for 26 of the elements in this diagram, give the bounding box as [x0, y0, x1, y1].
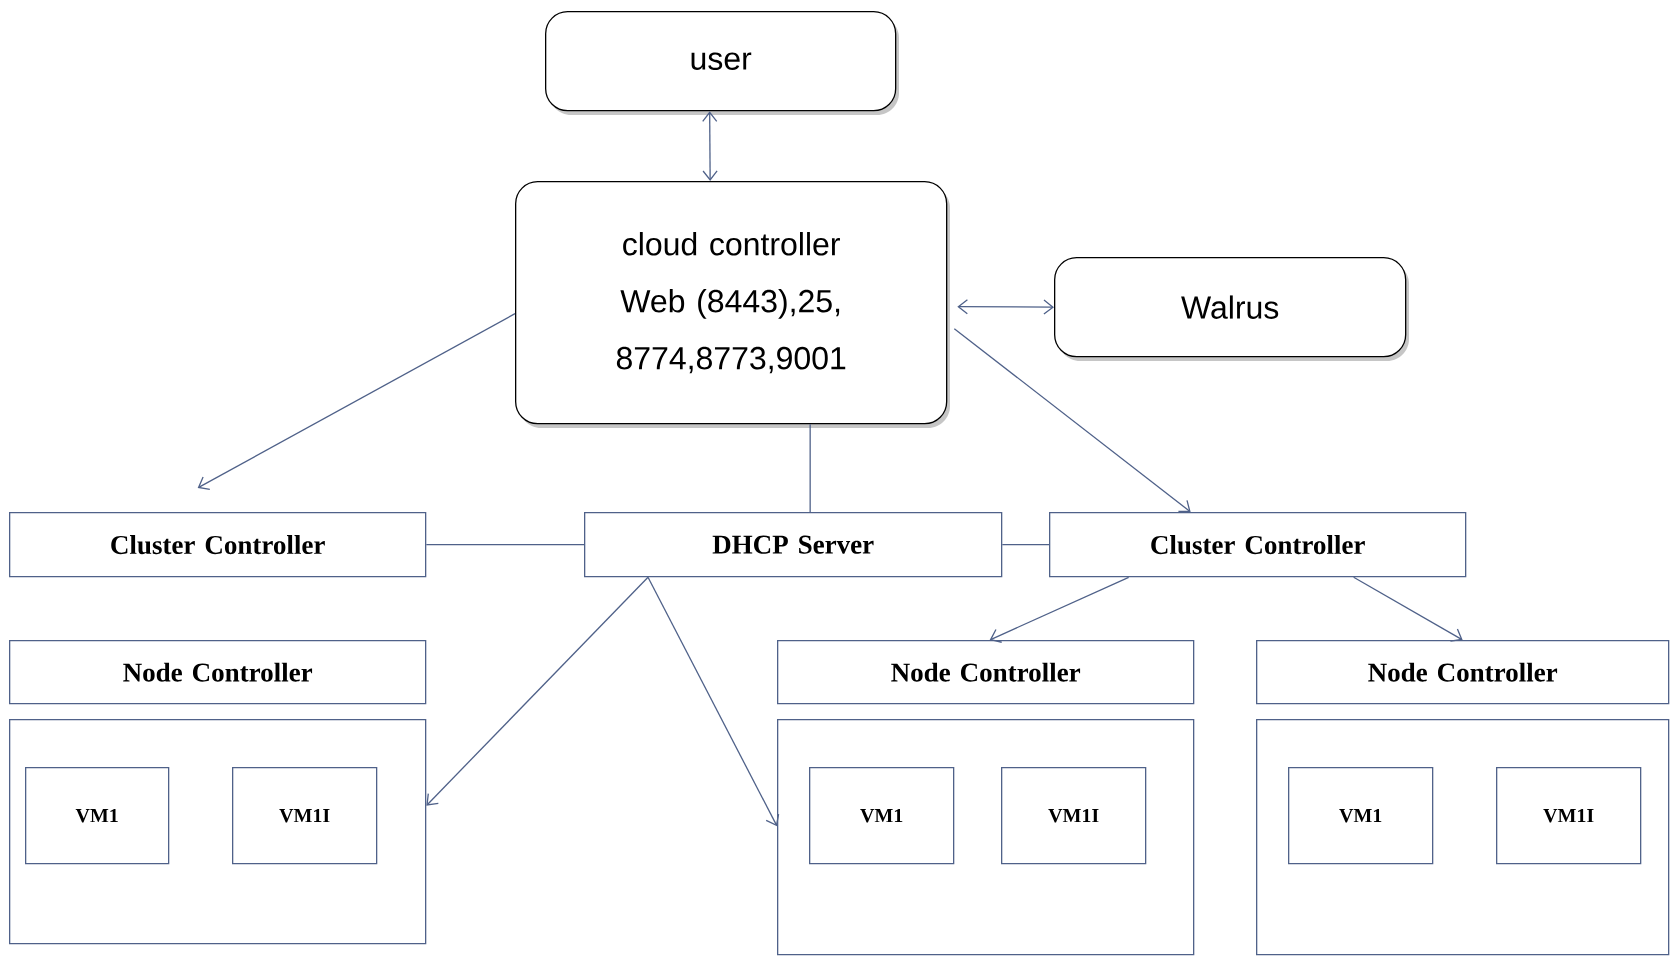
labelled-box: Cluster Controller — [9, 512, 427, 578]
labelled-box: Node Controller — [1256, 640, 1670, 705]
labelled-box: Node Controller — [777, 640, 1195, 705]
container-box — [777, 719, 1195, 956]
arrow — [1353, 576, 1463, 642]
vm-box: VM1 — [25, 767, 170, 865]
rounded-box: user — [545, 11, 899, 115]
container-box — [9, 719, 427, 945]
vm-box: VM1I — [232, 767, 378, 865]
arrow — [989, 576, 1130, 643]
vm-box: VM1 — [1288, 767, 1434, 865]
arrow — [197, 313, 516, 490]
vm-box: VM1 — [809, 767, 955, 865]
rounded-box: Walrus — [1054, 257, 1409, 361]
arrow — [647, 576, 780, 827]
labelled-box: Node Controller — [9, 640, 427, 705]
labelled-box: Cluster Controller — [1049, 512, 1467, 578]
arrow — [957, 299, 1054, 315]
arrow — [426, 576, 649, 806]
container-box — [1256, 719, 1670, 956]
arrow — [702, 111, 718, 181]
vm-box: VM1I — [1001, 767, 1147, 865]
arrow — [953, 328, 1191, 512]
labelled-box: DHCP Server — [584, 512, 1003, 578]
rounded-box: cloud controller Web (8443),25, 8774,8773,9001 — [515, 181, 950, 428]
vm-box: VM1I — [1496, 767, 1642, 865]
